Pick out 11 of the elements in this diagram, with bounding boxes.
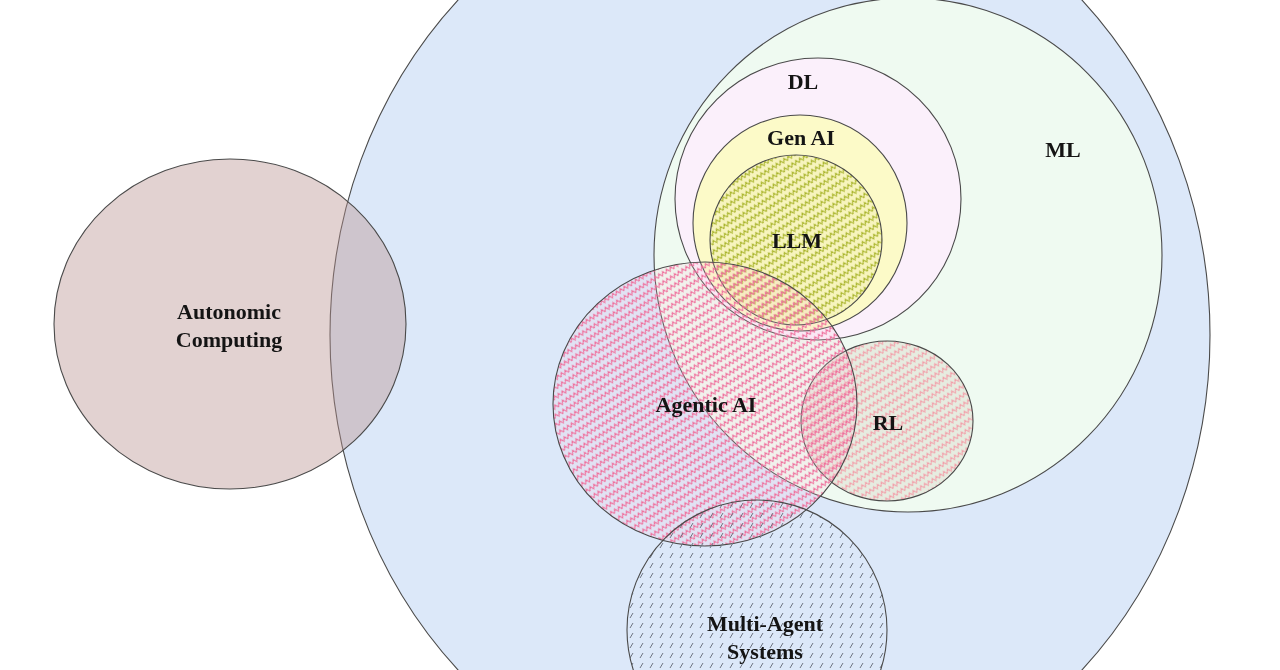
set-label: RL bbox=[872, 410, 904, 435]
set-label: Gen AI bbox=[767, 125, 835, 150]
set-label: Multi-Agent Systems bbox=[706, 611, 824, 664]
set-label: Agentic AI bbox=[655, 392, 757, 417]
venn-circle bbox=[54, 159, 406, 489]
set-label: Autonomic Computing bbox=[175, 299, 283, 352]
venn-ellipse bbox=[330, 0, 1210, 670]
set-label: ML bbox=[1045, 137, 1081, 162]
venn-circle bbox=[627, 500, 887, 670]
set-label: LLM bbox=[771, 228, 823, 253]
set-label: DL bbox=[787, 69, 819, 94]
